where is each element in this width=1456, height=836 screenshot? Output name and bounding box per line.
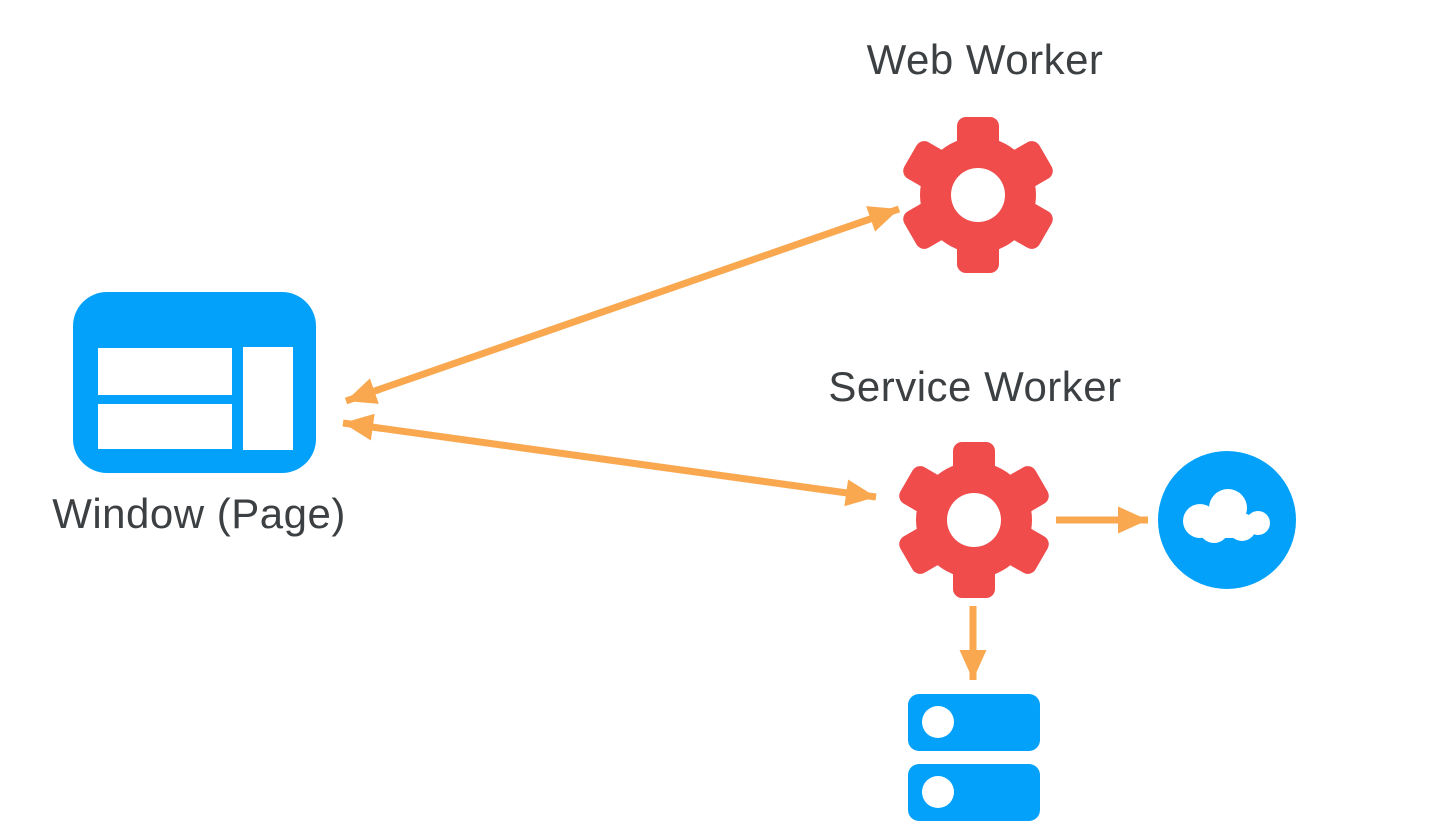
web-worker-gear-icon — [899, 117, 1057, 273]
edges-layer — [342, 205, 1148, 680]
window-page-label: Window (Page) — [52, 490, 346, 537]
service-worker-label: Service Worker — [828, 363, 1122, 410]
storage-database-icon — [908, 694, 1040, 821]
browser-window-icon — [73, 292, 316, 473]
web-worker-label: Web Worker — [866, 36, 1104, 83]
service-worker-gear-icon — [895, 442, 1053, 598]
arrow-window-web-worker — [344, 205, 901, 405]
arrow-window-service-worker — [342, 413, 877, 507]
network-cloud-icon — [1158, 451, 1296, 589]
